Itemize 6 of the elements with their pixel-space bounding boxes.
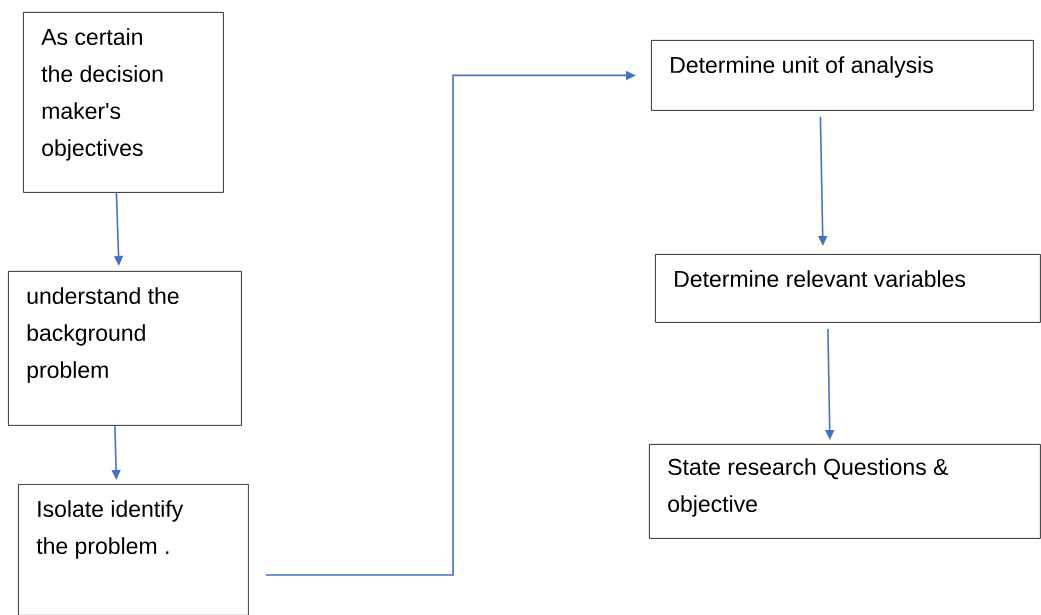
process-box: State research Questions & objective — [649, 444, 1041, 539]
process-box: As certain the decision maker's objectives — [23, 12, 224, 193]
process-box: Determine unit of analysis — [651, 40, 1034, 111]
process-box: understand the background problem — [8, 271, 242, 426]
process-box: Isolate identify the problem . — [18, 484, 249, 615]
process-box: Determine relevant variables — [655, 254, 1041, 323]
